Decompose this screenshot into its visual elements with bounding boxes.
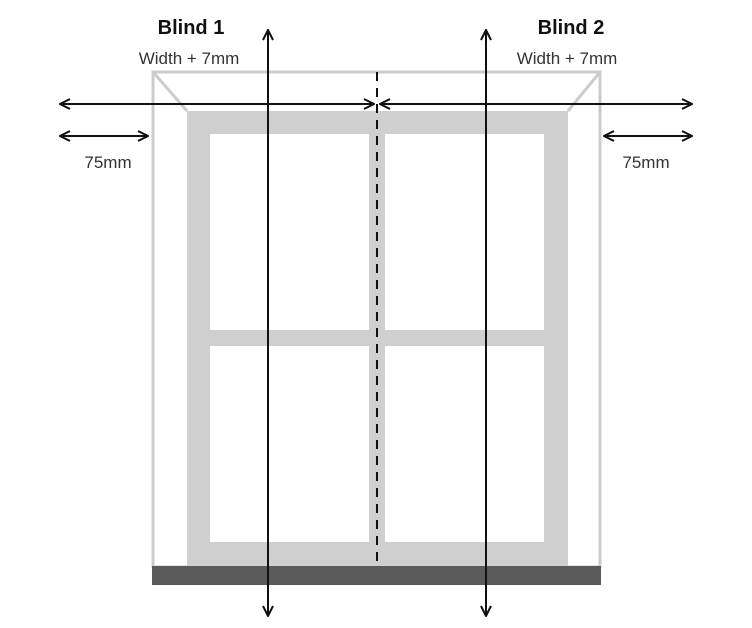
blind-1-width-label: Width + 7mm [139,49,240,68]
recess-corner-top-right [566,71,602,112]
blind-2-title: Blind 2 [538,17,605,39]
pane-bottom-right [385,346,544,542]
recess-corner-top-left [151,71,189,112]
blind-1-title: Blind 1 [158,17,225,39]
blind-2-width-label: Width + 7mm [517,49,618,68]
pane-bottom-left [210,346,369,542]
pane-top-left [210,134,369,330]
pane-top-right [385,134,544,330]
window-sill [152,566,601,585]
window-frame [187,111,568,567]
blind-1-overlap-label: 75mm [84,153,131,172]
blind-2-overlap-label: 75mm [622,153,669,172]
